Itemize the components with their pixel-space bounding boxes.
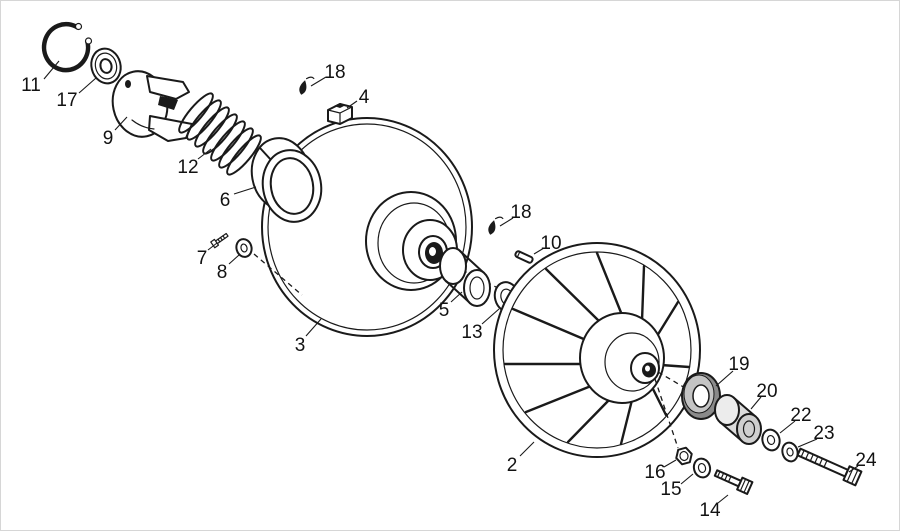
leader-line-17	[78, 77, 97, 94]
leader-line-11	[43, 60, 60, 80]
callout-label-8: 8	[217, 262, 228, 283]
screw-7	[210, 232, 229, 249]
callout-label-6: 6	[220, 190, 231, 211]
callout-label-17: 17	[56, 90, 77, 111]
pin-10	[514, 250, 534, 264]
callout-label-16: 16	[644, 462, 665, 483]
washer-17	[90, 47, 122, 85]
spring-12	[178, 92, 262, 176]
leader-lines	[43, 60, 859, 504]
leader-line-3	[305, 318, 322, 337]
leader-line-6	[233, 186, 257, 195]
washer-22	[761, 428, 781, 452]
leader-line-20	[750, 396, 762, 410]
shaft-axis-dashed	[654, 371, 688, 449]
circlip-11	[41, 21, 93, 73]
pulley-wheel-2	[493, 242, 701, 458]
callout-label-11: 11	[21, 75, 41, 96]
washer-8	[235, 238, 253, 258]
washer-19	[681, 372, 721, 420]
callout-label-15: 15	[660, 479, 681, 500]
leader-line-22	[779, 420, 796, 434]
leader-line-19	[715, 370, 734, 387]
leader-line-12	[197, 148, 212, 160]
leader-line-5	[450, 291, 463, 303]
lubricant-drop-18a-icon	[299, 76, 315, 95]
leader-line-18b	[499, 217, 514, 227]
callout-label-14: 14	[699, 500, 721, 521]
wheel-spokes	[503, 251, 691, 446]
callout-label-18b: 18	[510, 202, 531, 223]
bushing-5	[439, 247, 491, 307]
leader-line-18a	[310, 76, 327, 87]
leader-line-9	[114, 116, 128, 131]
lubricant-drop-18b-icon	[488, 216, 504, 235]
leader-line-10	[533, 247, 545, 255]
parts-layer	[41, 21, 863, 495]
callout-label-22: 22	[790, 405, 811, 426]
leader-line-8	[228, 254, 240, 265]
bolt-24	[796, 447, 863, 487]
washer-15	[692, 457, 712, 479]
bolt-14	[713, 469, 754, 495]
leader-line-13	[481, 308, 500, 325]
nut-16	[675, 446, 693, 466]
leader-line-4	[346, 100, 358, 109]
callout-label-7: 7	[197, 248, 208, 269]
spacer-20	[714, 394, 762, 445]
callout-label-13: 13	[461, 322, 482, 343]
leader-line-7	[207, 242, 218, 251]
callout-label-23: 23	[813, 423, 834, 444]
callout-label-10: 10	[540, 233, 561, 254]
leader-line-24	[848, 465, 859, 473]
callout-label-20: 20	[756, 381, 777, 402]
leader-line-2	[519, 441, 535, 457]
callout-label-5: 5	[439, 300, 450, 321]
callout-label-2: 2	[507, 455, 518, 476]
leader-line-16	[663, 459, 677, 468]
callout-label-19: 19	[728, 354, 749, 375]
callout-label-24: 24	[855, 450, 877, 471]
callout-label-3: 3	[295, 335, 306, 356]
leader-line-15	[680, 473, 694, 485]
leader-line-14	[717, 494, 729, 504]
retainer-ring-6	[250, 137, 323, 223]
slider-shoe-4	[327, 103, 353, 125]
callout-label-12: 12	[177, 157, 198, 178]
washer-23	[781, 441, 799, 463]
leader-line-23	[797, 438, 818, 448]
callout-label-9: 9	[103, 128, 114, 149]
callout-label-4: 4	[359, 87, 370, 108]
callout-label-18a: 18	[324, 62, 345, 83]
